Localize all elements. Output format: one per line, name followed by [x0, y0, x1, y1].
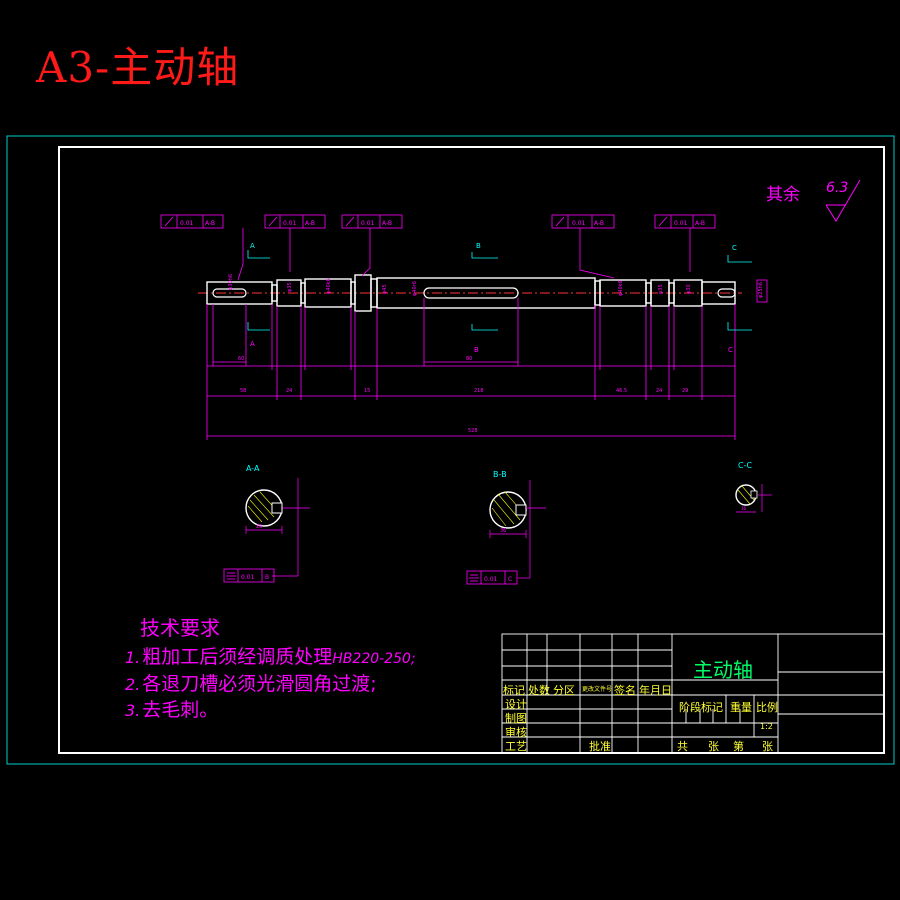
roughness-symbol	[825, 179, 861, 222]
section-c-c: C-C 16	[735, 461, 772, 513]
section-a-a: A-A 26 0.01 B	[223, 464, 310, 583]
svg-text:φ35: φ35	[658, 284, 664, 294]
tech-requirement-1-num: 1.	[125, 648, 141, 667]
drawing-frame	[58, 146, 885, 754]
cut-label-b-top: B	[476, 242, 481, 250]
svg-text:A-B: A-B	[305, 220, 315, 227]
svg-text:24: 24	[656, 388, 662, 394]
tech-requirement-2-num: 2.	[125, 675, 141, 694]
tolerance-frame-3: 0.01 A-B	[341, 214, 403, 229]
tech-requirement-3-text: 去毛刺。	[142, 699, 219, 721]
svg-text:36: 36	[500, 528, 506, 534]
tech-requirement-3: 3.去毛刺。	[125, 695, 218, 722]
dimension-lines	[206, 228, 752, 440]
tb-scale-value: 1:2	[760, 722, 773, 731]
tech-requirement-1: 1.粗加工后须经调质处理HB220-250;	[125, 642, 416, 669]
tb-count: 处数	[528, 684, 550, 697]
tech-requirement-3-num: 3.	[125, 701, 141, 720]
svg-text:0.01: 0.01	[361, 220, 375, 227]
tech-requirement-1-text: 粗加工后须经调质处理	[142, 646, 333, 668]
svg-text:0.01: 0.01	[484, 576, 498, 583]
svg-text:29: 29	[682, 388, 688, 394]
roughness-label: 其余	[766, 185, 800, 205]
svg-text:60: 60	[238, 356, 244, 362]
svg-text:φ45: φ45	[382, 284, 388, 294]
svg-text:B-B: B-B	[493, 470, 507, 479]
svg-text:C: C	[508, 576, 512, 583]
tolerance-frame-2: 0.01 A-B	[264, 214, 326, 229]
svg-text:φ40k6: φ40k6	[618, 280, 624, 296]
svg-text:80: 80	[466, 356, 472, 362]
svg-text:φ30h6: φ30h6	[228, 274, 234, 290]
tb-mark: 标记	[503, 684, 525, 697]
tb-sign: 签名	[614, 684, 636, 697]
svg-text:φ35: φ35	[287, 282, 293, 292]
shaft-main-view: φ30h6 φ35 φ40k6 φ45 φ40r6 φ40k6 φ35 φ30 …	[198, 274, 768, 312]
svg-text:A-B: A-B	[695, 220, 705, 227]
tb-stage-mark: 阶段标记	[679, 701, 723, 714]
svg-text:0.01: 0.01	[283, 220, 297, 227]
svg-text:0.01: 0.01	[572, 220, 586, 227]
svg-text:φ40r6: φ40r6	[412, 281, 418, 296]
tb-nth: 第	[733, 740, 744, 753]
svg-text:58: 58	[240, 388, 246, 394]
svg-text:46.5: 46.5	[616, 388, 627, 394]
svg-text:φ30: φ30	[686, 284, 692, 294]
svg-text:φ40k6: φ40k6	[326, 278, 332, 294]
tech-requirement-2: 2.各退刀槽必须光滑圆角过渡;	[125, 669, 377, 696]
tech-requirement-2-text: 各退刀槽必须光滑圆角过渡;	[142, 673, 377, 695]
svg-text:C-C: C-C	[738, 461, 752, 470]
tb-sheet: 张	[762, 740, 773, 753]
svg-text:A-B: A-B	[205, 220, 215, 227]
svg-text:24: 24	[286, 388, 292, 394]
tb-doc-no: 更改文件号	[582, 686, 613, 693]
tb-design: 设计	[505, 698, 527, 711]
cut-label-a-top: A	[250, 242, 255, 250]
tb-scale: 比例	[756, 701, 778, 714]
tolerance-frame-5: 0.01 A-B	[654, 214, 716, 229]
title-block	[501, 633, 885, 754]
svg-text:B: B	[265, 574, 269, 581]
cut-label-b-bottom: B	[474, 346, 479, 354]
svg-text:A-B: A-B	[382, 220, 392, 227]
svg-text:15: 15	[364, 388, 370, 394]
roughness-value: 6.3	[826, 180, 849, 196]
tb-approve: 批准	[589, 740, 611, 753]
section-b-b: B-B 36 0.01 C	[466, 470, 546, 585]
tb-date: 年月日	[639, 684, 672, 697]
outer-border	[6, 135, 895, 765]
cut-label-a-bottom: A	[250, 340, 255, 348]
tb-draft: 制图	[505, 712, 527, 725]
svg-text:φ25h6: φ25h6	[758, 282, 764, 298]
tb-review: 审核	[505, 726, 527, 739]
title-block-part-name: 主动轴	[693, 658, 753, 682]
cut-label-c-top: C	[732, 244, 737, 252]
svg-text:218: 218	[474, 388, 484, 394]
dimension-values: 60 80 58 24 15 218 46.5 24 29 528	[238, 356, 688, 434]
svg-text:0.01: 0.01	[674, 220, 688, 227]
tb-zone: 分区	[553, 684, 575, 697]
svg-text:16: 16	[741, 506, 747, 511]
tolerance-frame-4: 0.01 A-B	[551, 214, 615, 229]
cut-label-c-bottom: C	[728, 346, 733, 354]
tb-weight: 重量	[730, 701, 752, 714]
svg-text:0.01: 0.01	[241, 574, 255, 581]
svg-text:A-B: A-B	[594, 220, 604, 227]
svg-text:0.01: 0.01	[180, 220, 194, 227]
tb-sheets: 张	[708, 740, 719, 753]
svg-text:26: 26	[256, 524, 262, 530]
tolerance-frame-1: 0.01 A-B	[160, 214, 224, 229]
tech-requirements-title: 技术要求	[140, 616, 220, 640]
svg-text:528: 528	[468, 428, 478, 434]
tb-process: 工艺	[505, 740, 527, 753]
svg-text:A-A: A-A	[246, 464, 260, 473]
sheet-title: A3-主动轴	[36, 43, 240, 92]
tech-requirement-1-suffix: HB220-250;	[332, 651, 416, 667]
tb-total: 共	[677, 740, 688, 753]
